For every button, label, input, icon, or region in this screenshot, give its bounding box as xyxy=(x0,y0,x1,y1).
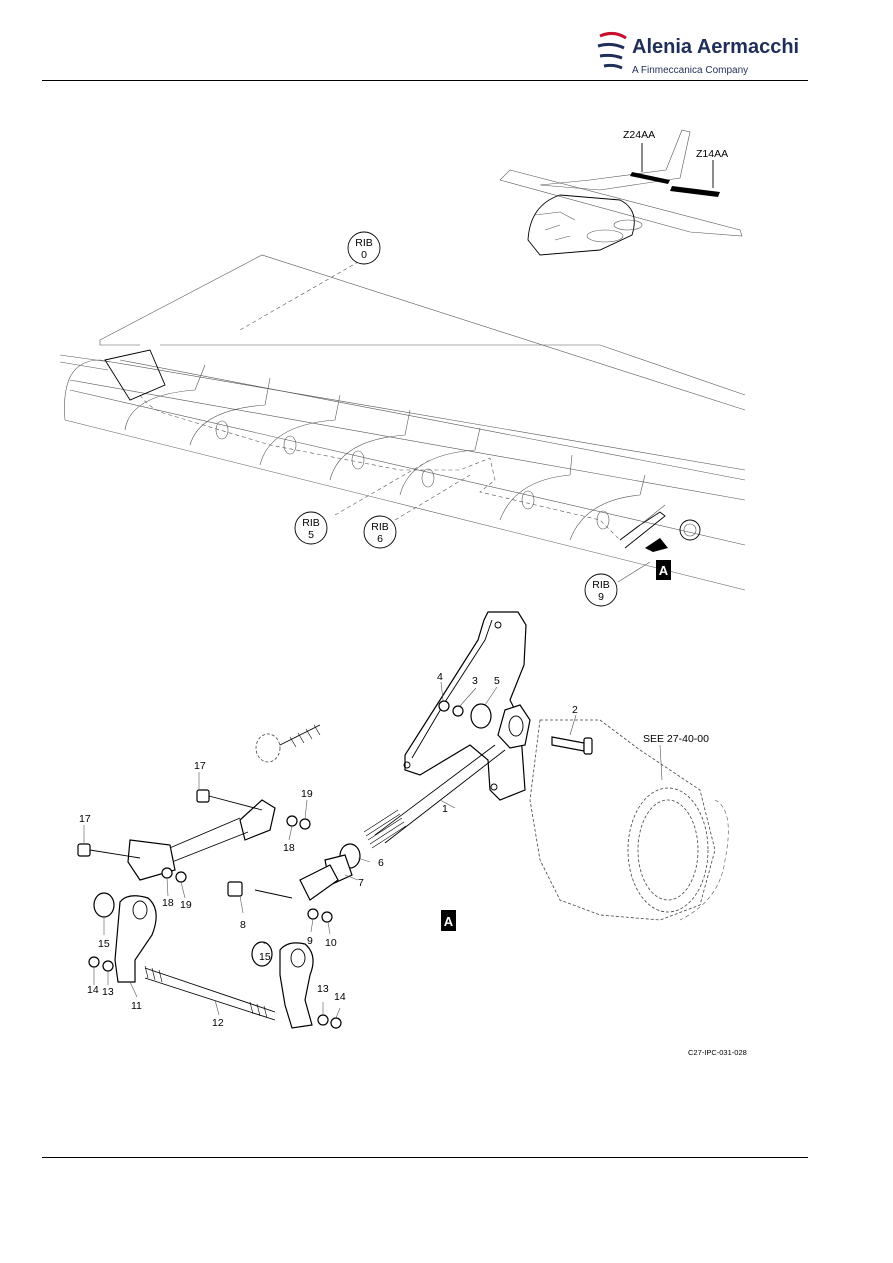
header-divider xyxy=(42,80,808,81)
item-label-15b: 15 xyxy=(259,951,271,963)
item-label-1: 1 xyxy=(442,803,448,815)
svg-text:5: 5 xyxy=(308,529,314,541)
item-label-15: 15 xyxy=(98,938,110,950)
logo-subtitle: A Finmeccanica Company xyxy=(632,65,749,76)
aircraft-locator: Z24AA Z14AA xyxy=(499,129,743,256)
view-a-flag: A xyxy=(656,560,671,580)
svg-text:RIB: RIB xyxy=(592,579,610,591)
item-label-9: 9 xyxy=(307,935,313,947)
item-label-17: 17 xyxy=(194,760,206,772)
item-label-8: 8 xyxy=(240,919,246,931)
item-label-12: 12 xyxy=(212,1017,224,1029)
item-label-5: 5 xyxy=(494,675,500,687)
item-label-18b: 18 xyxy=(283,842,295,854)
detail-a-view: A xyxy=(77,611,729,1029)
item-label-14: 14 xyxy=(87,984,99,996)
svg-text:0: 0 xyxy=(361,249,367,261)
item-label-18: 18 xyxy=(162,897,174,909)
svg-text:9: 9 xyxy=(598,591,604,603)
svg-text:RIB: RIB xyxy=(355,237,373,249)
item-label-13: 13 xyxy=(102,986,114,998)
logo-mark-icon xyxy=(597,31,627,70)
rib-callout-9: RIB 9 xyxy=(584,573,618,607)
rib-callout-5: RIB 5 xyxy=(294,511,328,545)
zone-z24aa-mark xyxy=(630,172,670,184)
item-label-17b: 17 xyxy=(79,813,91,825)
item-label-4: 4 xyxy=(437,671,443,683)
zone-label-1: Z24AA xyxy=(623,129,655,141)
see-reference: SEE 27-40-00 xyxy=(643,733,709,745)
wing-section xyxy=(59,254,746,591)
detail-view-letter: A xyxy=(444,914,454,929)
svg-text:RIB: RIB xyxy=(371,521,389,533)
item-label-10: 10 xyxy=(325,937,337,949)
figure-id: C27-IPC-031-028 xyxy=(688,1048,747,1057)
company-logo: Alenia Aermacchi A Finmeccanica Company xyxy=(596,22,800,82)
rib-callout-0: RIB 0 xyxy=(347,231,381,265)
zone-label-2: Z14AA xyxy=(696,148,728,160)
svg-text:RIB: RIB xyxy=(302,517,320,529)
item-label-7: 7 xyxy=(358,877,364,889)
item-label-13b: 13 xyxy=(317,983,329,995)
footer-divider xyxy=(42,1157,808,1158)
item-label-11: 11 xyxy=(131,1000,142,1012)
item-label-19: 19 xyxy=(180,899,192,911)
zone-z14aa-mark xyxy=(670,186,720,197)
item-label-14b: 14 xyxy=(334,991,346,1003)
item-label-2: 2 xyxy=(572,704,578,716)
svg-text:6: 6 xyxy=(377,533,383,545)
logo-name: Alenia Aermacchi xyxy=(632,36,800,58)
rib-callout-6: RIB 6 xyxy=(363,515,397,549)
svg-text:A: A xyxy=(659,563,669,578)
item-label-6: 6 xyxy=(378,857,384,869)
view-a-arrow-icon xyxy=(645,538,668,552)
item-label-3: 3 xyxy=(472,675,478,687)
item-label-19b: 19 xyxy=(301,788,313,800)
detail-view-flag xyxy=(441,910,456,931)
